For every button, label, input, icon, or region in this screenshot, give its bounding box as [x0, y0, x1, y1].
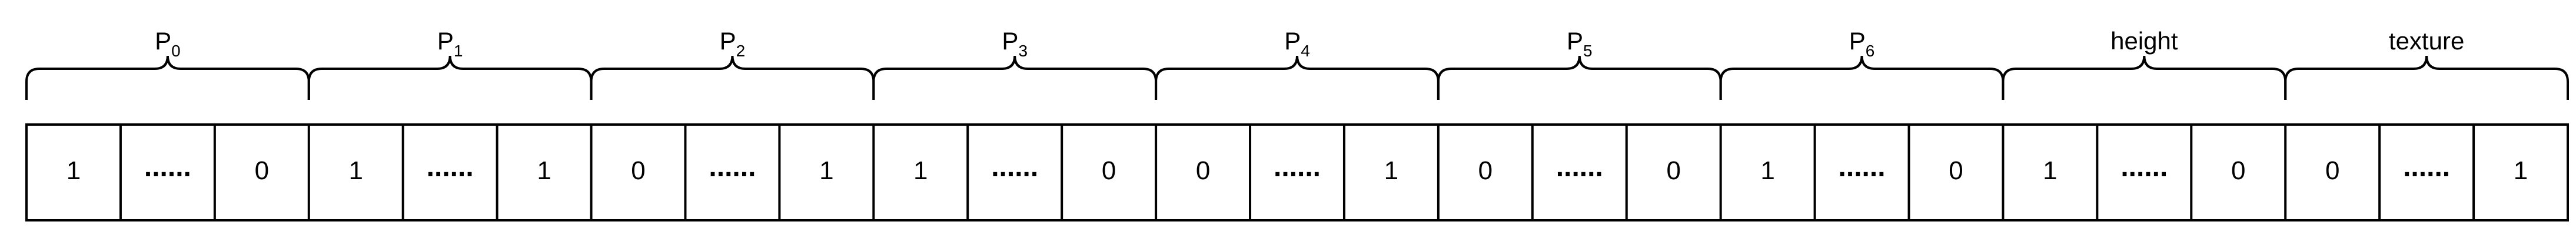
- field-brace: [1437, 55, 1722, 100]
- bit-cell: 0: [1102, 156, 1116, 185]
- field-label: P2: [720, 27, 746, 60]
- ellipsis-cell: ......: [709, 152, 756, 183]
- field-label-subscript: 6: [1866, 42, 1875, 60]
- ellipsis-cell: ......: [2403, 152, 2450, 183]
- field-brace: [2002, 55, 2287, 100]
- field-label: P0: [155, 27, 181, 60]
- field-label: P4: [1284, 27, 1310, 60]
- bit-cell: 1: [2043, 156, 2057, 185]
- field-group: height 1...... 0: [2002, 27, 2287, 220]
- bit-cell: 0: [631, 156, 645, 185]
- field-group: texture 0...... 1: [2284, 27, 2569, 220]
- bit-cell: 0: [255, 156, 269, 185]
- bit-cell: 0: [1196, 156, 1210, 185]
- field-group: P11......1: [307, 27, 593, 220]
- field-label-subscript: 1: [454, 42, 463, 60]
- field-label: height: [2110, 27, 2178, 55]
- bit-cell: 1: [819, 156, 833, 185]
- ellipsis-cell: ......: [427, 152, 474, 183]
- bit-cell: 1: [537, 156, 551, 185]
- ellipsis-cell: ......: [1274, 152, 1321, 183]
- bit-cell: 1: [913, 156, 928, 185]
- field-brace: [2284, 55, 2569, 100]
- field-brace: [872, 55, 1158, 100]
- ellipsis-cell: ......: [991, 152, 1038, 183]
- field-label-subscript: 2: [736, 42, 746, 60]
- field-label: texture: [2389, 27, 2464, 55]
- bit-cell: 0: [1478, 156, 1493, 185]
- field-brace: [590, 55, 875, 100]
- field-label-subscript: 3: [1018, 42, 1028, 60]
- field-brace: [1155, 55, 1440, 100]
- bit-cell: 0: [2231, 156, 2245, 185]
- field-brace: [1719, 55, 2005, 100]
- ellipsis-cell: ......: [1839, 152, 1886, 183]
- field-label-subscript: 4: [1301, 42, 1310, 60]
- ellipsis-cell: ......: [1556, 152, 1603, 183]
- field-label-subscript: 5: [1583, 42, 1593, 60]
- field-brace: [25, 55, 310, 100]
- field-label: P6: [1849, 27, 1875, 60]
- bit-cell: 0: [1949, 156, 1963, 185]
- bit-cell: 1: [2514, 156, 2528, 185]
- field-label: P3: [1002, 27, 1028, 60]
- field-brace: [307, 55, 593, 100]
- ellipsis-cell: ......: [2120, 152, 2168, 183]
- field-group: P2 0...... 1: [590, 27, 875, 220]
- bit-cell: 0: [1666, 156, 1680, 185]
- bit-cell: 1: [1384, 156, 1398, 185]
- field-group: P6 1...... 0: [1719, 27, 2005, 220]
- bit-row-border: [25, 123, 2569, 221]
- bit-cell: 1: [1760, 156, 1774, 185]
- field-group: P0 1...... 0: [25, 27, 310, 220]
- bit-cell: 1: [348, 156, 363, 185]
- field-label-subscript: 0: [171, 42, 181, 60]
- field-label: P5: [1567, 27, 1593, 60]
- field-label: P1: [437, 27, 463, 60]
- bit-cell: 0: [2325, 156, 2339, 185]
- ellipsis-cell: ......: [144, 152, 191, 183]
- bit-cell: 1: [67, 156, 81, 185]
